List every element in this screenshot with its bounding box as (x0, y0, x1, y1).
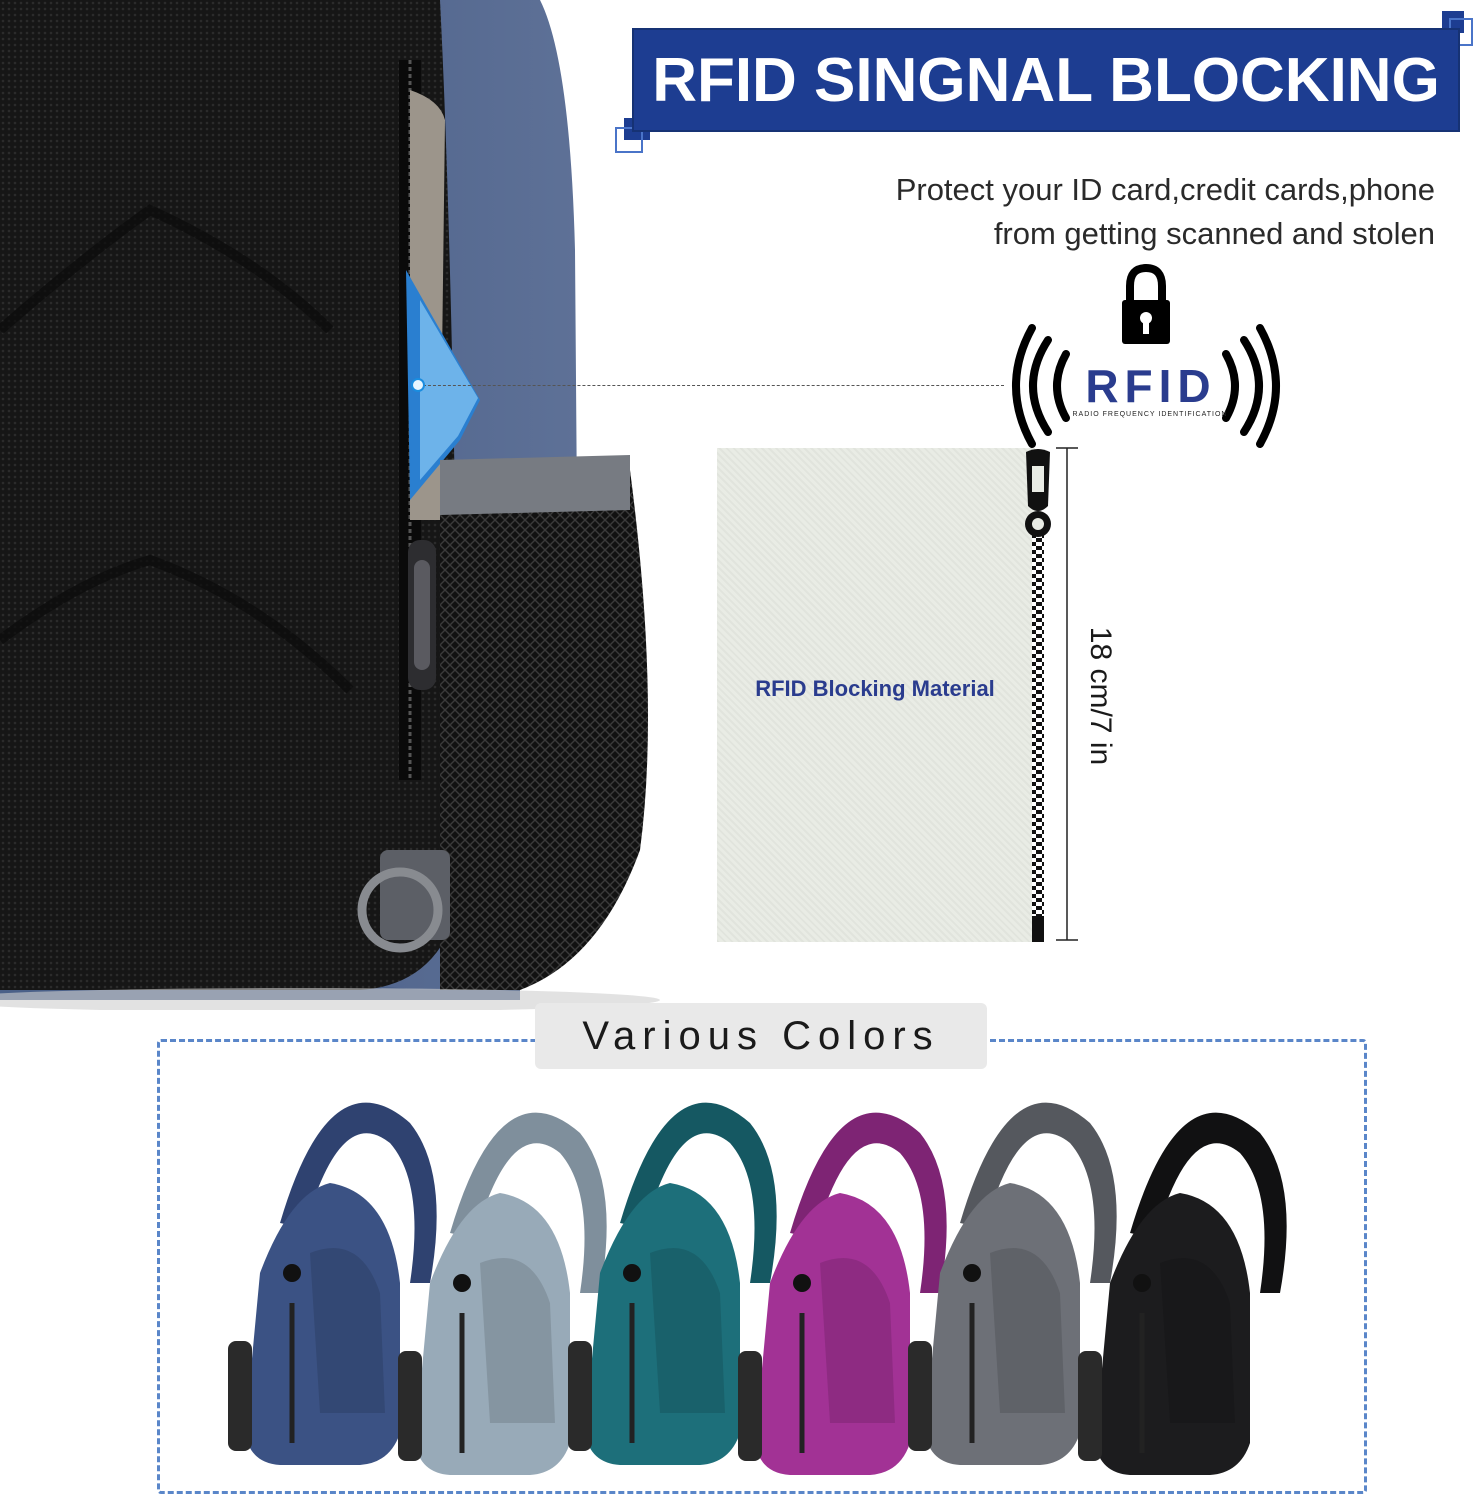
rfid-logo-subtitle: RADIO FREQUENCY IDENTIFICATION (1072, 411, 1228, 418)
light-gray-bag (398, 1112, 607, 1475)
description-line: from getting scanned and stolen (993, 216, 1435, 251)
navy-bag (228, 1102, 437, 1465)
description: Protect your ID card,credit cards,phone … (835, 168, 1435, 256)
measurement-label: 18 cm/7 in (1084, 626, 1117, 766)
header-banner (632, 28, 1460, 132)
magenta-bag (738, 1112, 947, 1475)
zipper-icon (1025, 449, 1051, 942)
rfid-signal-waves-icon (1012, 324, 1280, 448)
color-variants (228, 1102, 1287, 1475)
colors-title: Various Colors (582, 1013, 940, 1058)
measurement-line (1056, 447, 1078, 941)
rfid-material-swatch (717, 448, 1035, 942)
rfid-logo-text: RFID (1085, 360, 1217, 412)
dark-gray-bag (908, 1102, 1117, 1465)
pointer-dot (411, 378, 425, 392)
colors-title-pill (535, 1003, 987, 1069)
page-title: RFID SINGNAL BLOCKING (652, 45, 1440, 115)
teal-bag (568, 1102, 777, 1465)
pointer-line (418, 385, 1004, 386)
lock-icon (1122, 264, 1170, 344)
swatch-label: RFID Blocking Material (755, 676, 995, 701)
description-line: Protect your ID card,credit cards,phone (895, 172, 1435, 207)
black-bag (1078, 1112, 1287, 1475)
backpack-photo (0, 0, 660, 1010)
